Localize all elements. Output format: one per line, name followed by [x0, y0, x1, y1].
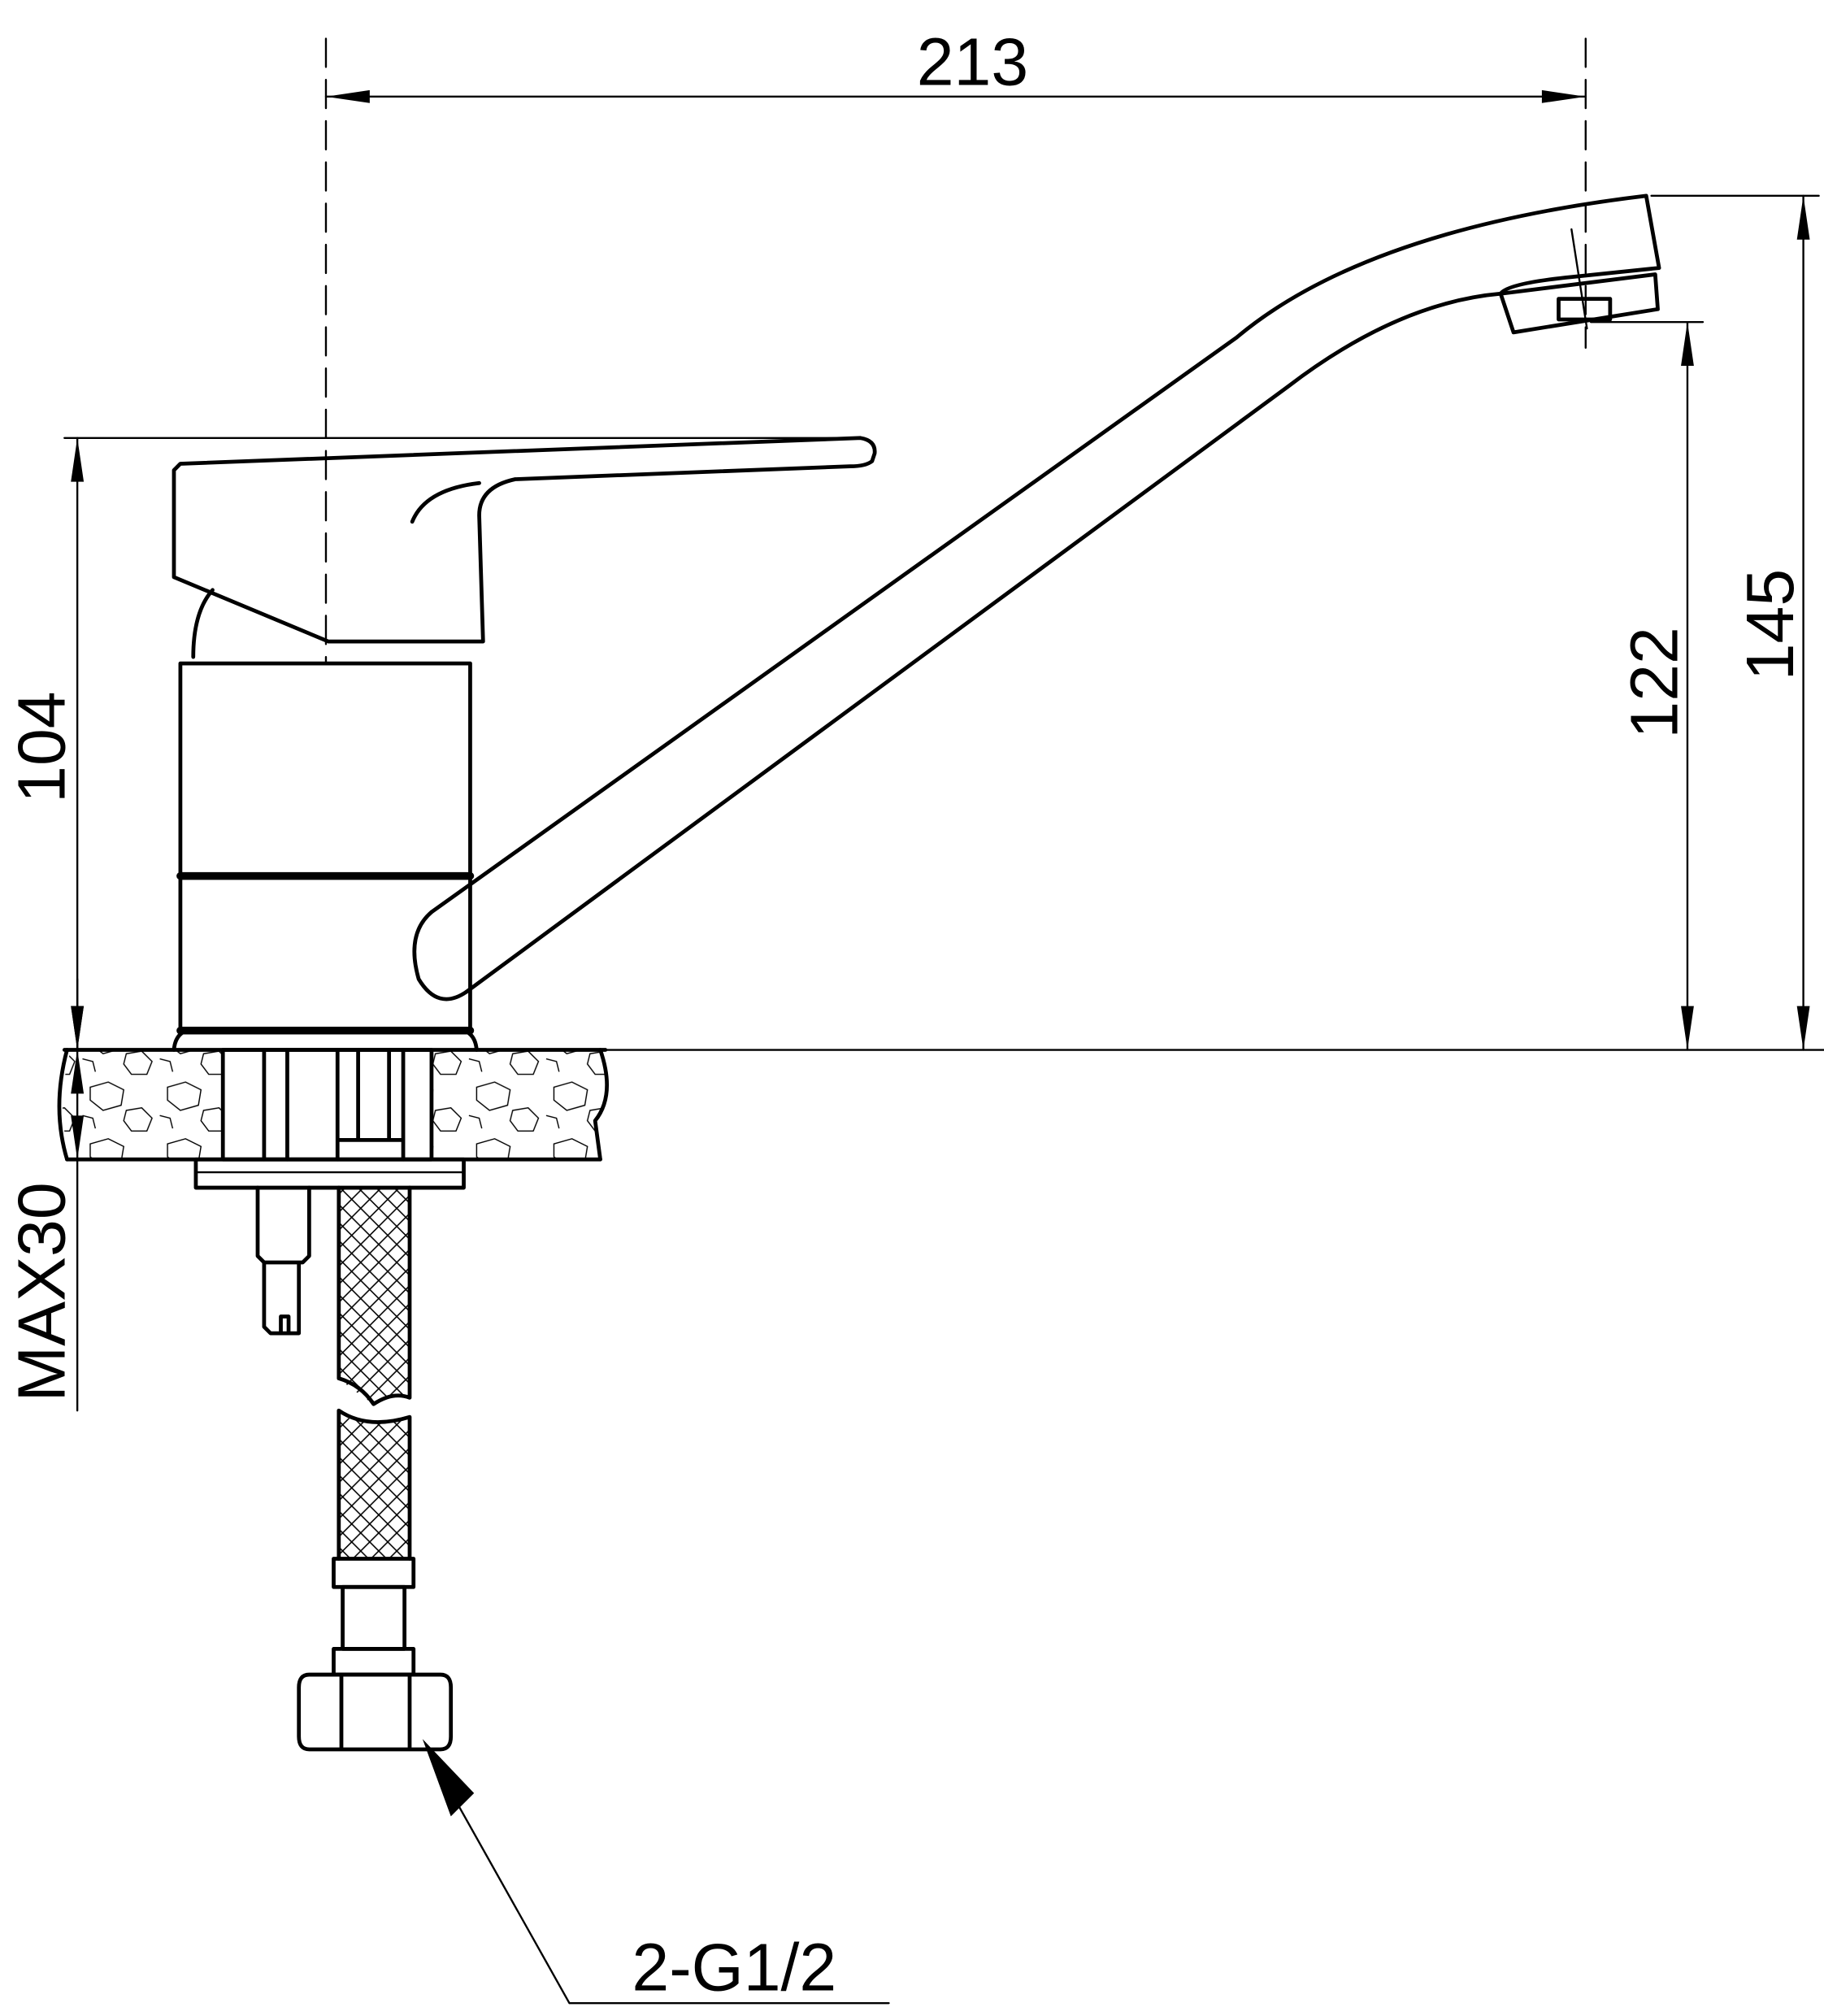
dimension-label-213: 213 [917, 25, 1028, 100]
dimension-total-height: 145 [1650, 194, 1820, 1051]
dimension-label-145: 145 [1733, 569, 1808, 680]
dimension-label-max30: MAX30 [4, 1182, 79, 1401]
dimension-body-height: 104 [4, 437, 852, 1051]
connection-label: 2-G1/2 [632, 1930, 836, 2005]
dimension-label-104: 104 [4, 691, 79, 802]
countertop [57, 1048, 1824, 1162]
spout [412, 193, 1661, 1001]
dimension-spout-reach: 213 [324, 25, 1587, 103]
connection-callout: 2-G1/2 [422, 1739, 890, 2005]
lever-handle [172, 436, 877, 644]
dimension-max-thickness: MAX30 [4, 978, 85, 1412]
aerator [1498, 272, 1660, 335]
dimension-label-122: 122 [1617, 627, 1692, 738]
mounting-hardware [193, 1157, 466, 1336]
hose-nut [297, 1672, 454, 1752]
flexible-hose [297, 1185, 454, 1752]
faucet-body [172, 588, 479, 1052]
dimension-spout-height: 122 [1589, 320, 1705, 1051]
